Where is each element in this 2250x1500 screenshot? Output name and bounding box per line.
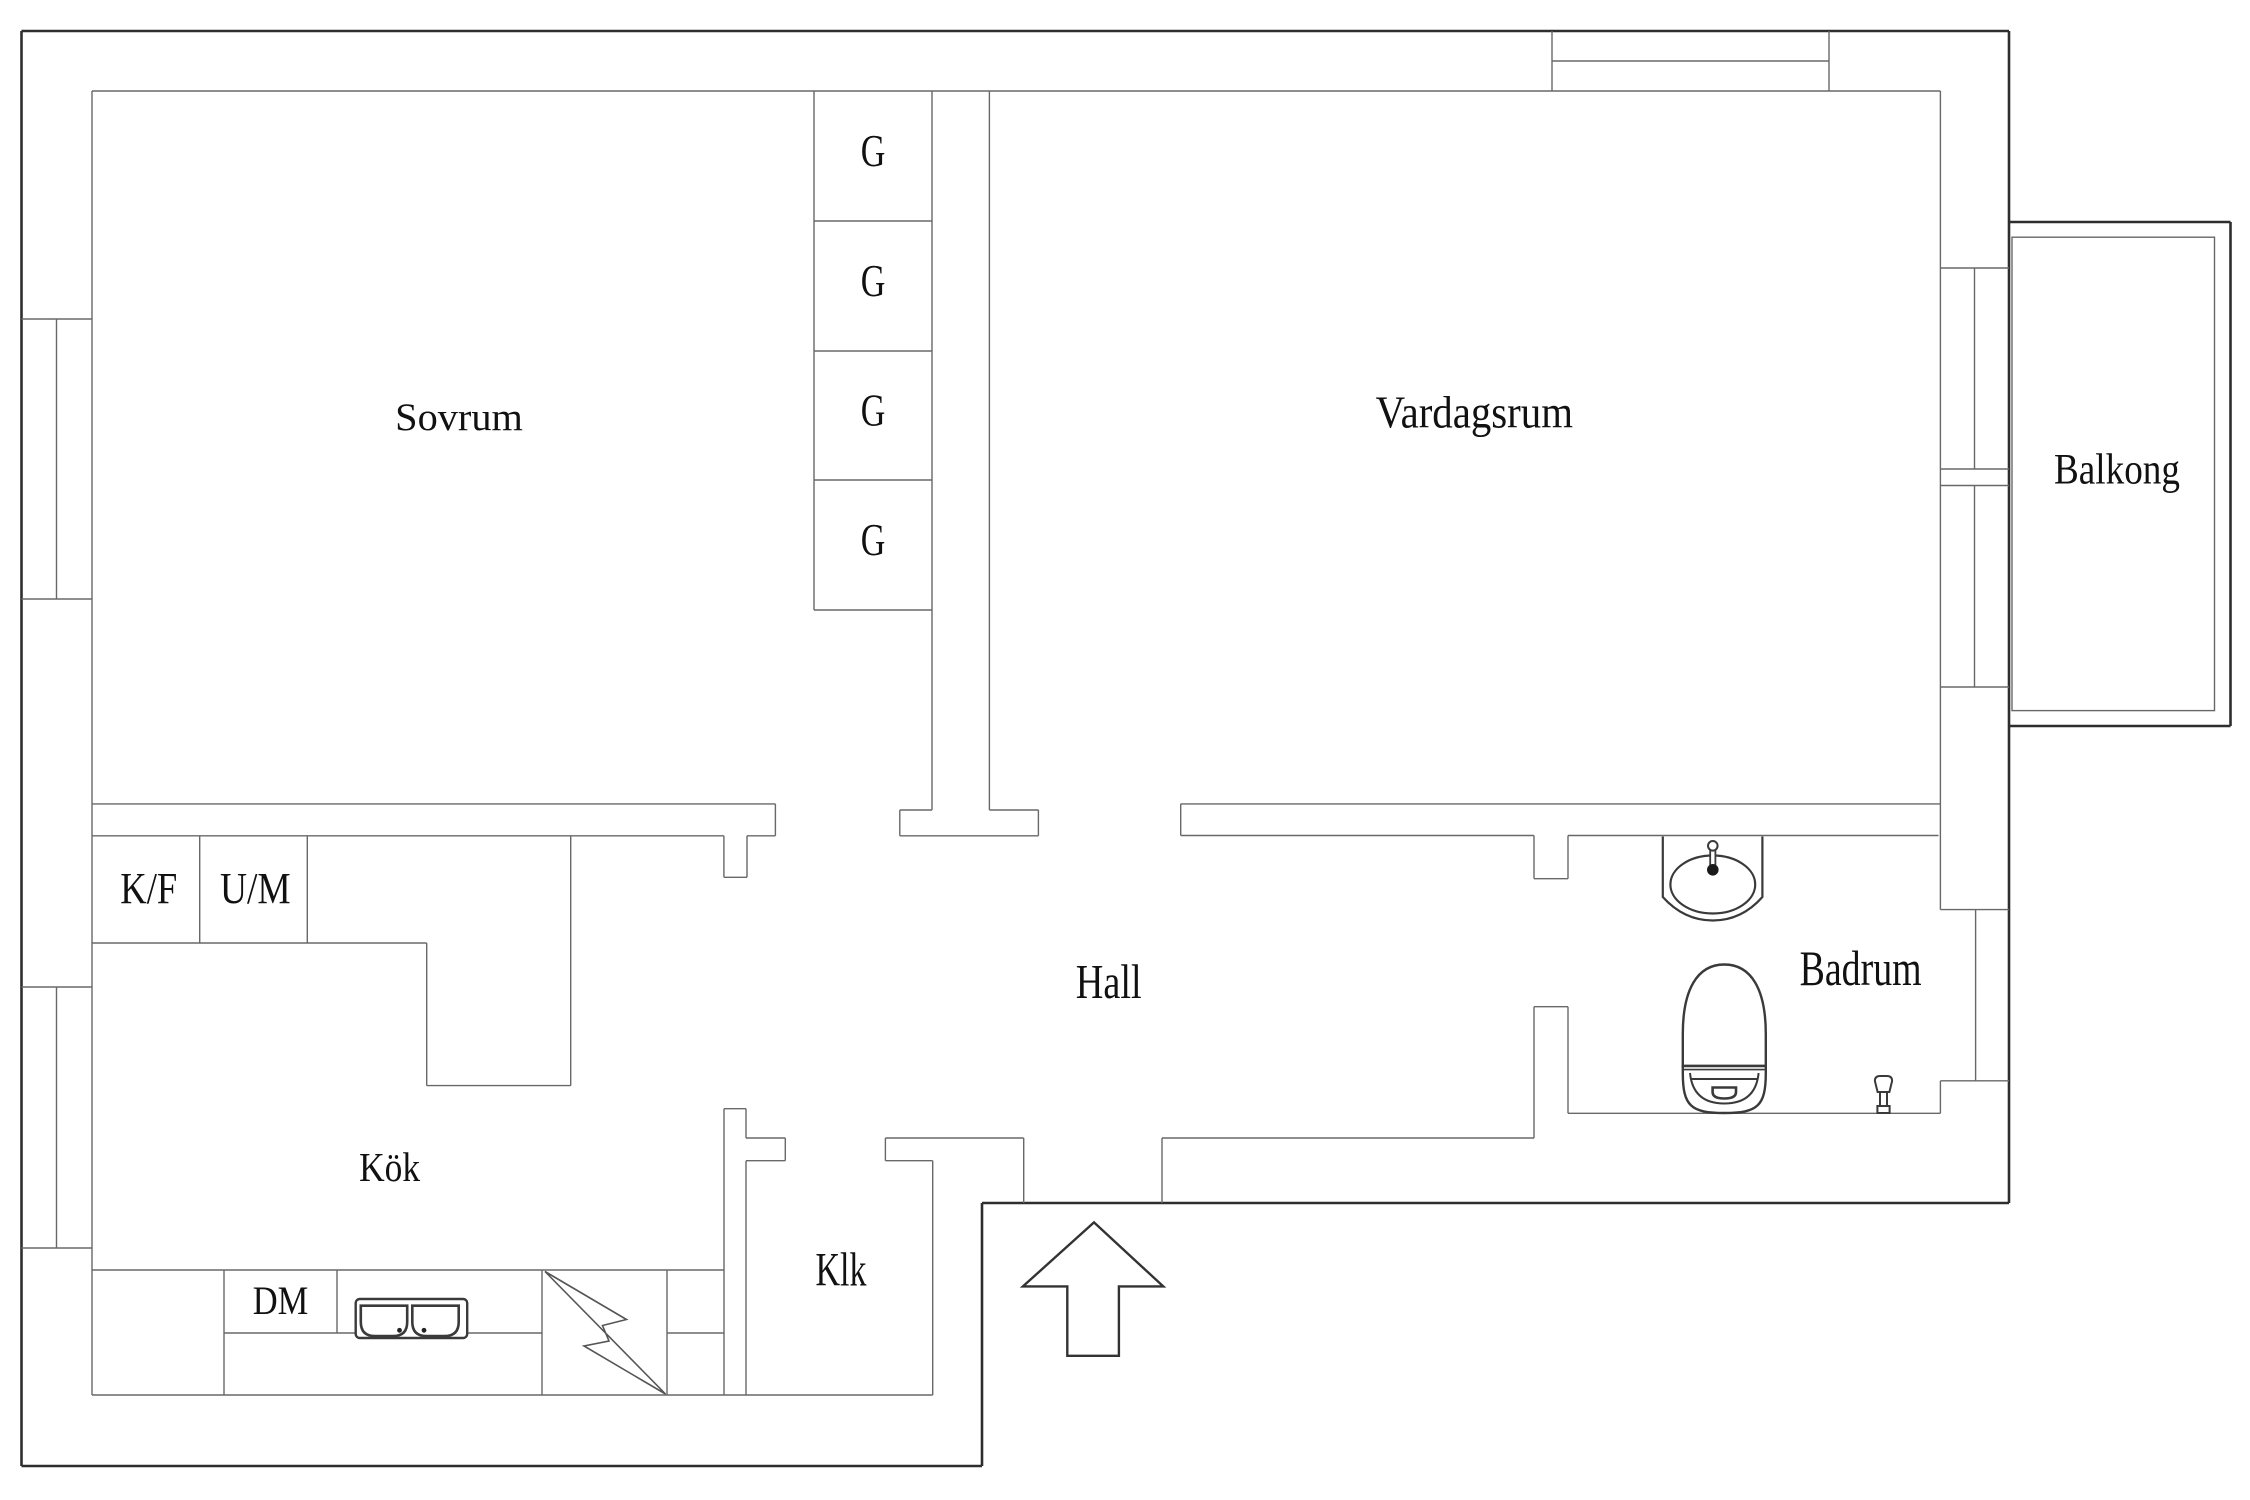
svg-text:Sovrum: Sovrum [395,396,523,439]
svg-text:Hall: Hall [1076,955,1142,1009]
svg-text:Klk: Klk [816,1244,867,1297]
svg-text:DM: DM [253,1278,309,1323]
svg-text:G: G [861,256,886,306]
svg-text:G: G [861,515,886,565]
svg-text:Badrum: Badrum [1800,941,1922,996]
svg-text:Kök: Kök [359,1144,420,1190]
svg-text:U/M: U/M [220,863,291,913]
svg-text:K/F: K/F [120,863,177,913]
svg-text:G: G [861,385,886,435]
svg-text:G: G [861,126,886,176]
svg-text:Vardagsrum: Vardagsrum [1376,388,1573,438]
svg-text:Balkong: Balkong [2054,446,2180,494]
